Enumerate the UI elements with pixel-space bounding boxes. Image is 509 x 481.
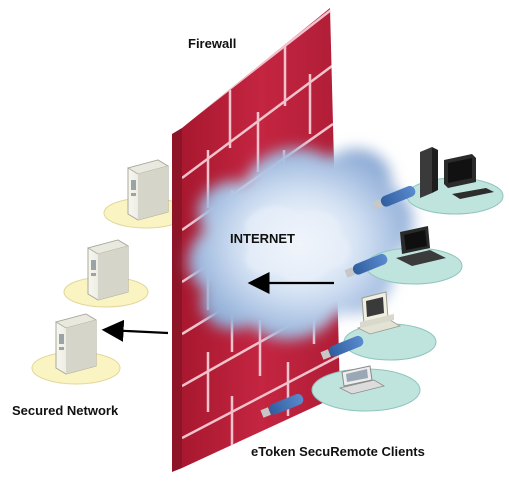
internet-label: INTERNET <box>230 231 295 246</box>
server-tower-icon <box>54 313 98 375</box>
client-handheld <box>260 365 421 418</box>
server-3 <box>31 313 121 385</box>
client-retro-pc <box>320 291 437 361</box>
client-desktop <box>372 147 504 215</box>
usb-token-icon <box>372 185 416 210</box>
client-laptop <box>344 226 463 285</box>
usb-token-icon <box>320 335 364 360</box>
clients-group <box>260 147 504 418</box>
server-tower-icon <box>86 239 130 301</box>
desktop-pc-icon <box>420 147 494 199</box>
server-2 <box>63 239 149 308</box>
server-tower-icon <box>126 159 170 221</box>
handheld-pc-icon <box>338 365 386 395</box>
arrow-to-secured-network <box>101 319 169 342</box>
wall-side-face <box>172 128 182 472</box>
usb-token-icon <box>344 253 388 278</box>
usb-token-icon <box>260 393 304 418</box>
secured-network-group <box>31 159 189 385</box>
firewall-label: Firewall <box>188 36 236 51</box>
arrows <box>101 272 334 342</box>
clients-label: eToken SecuRemote Clients <box>251 444 425 459</box>
retro-pc-icon <box>356 291 402 335</box>
internet-cloud <box>188 148 413 340</box>
server-1 <box>103 159 189 229</box>
secured-network-label: Secured Network <box>12 403 119 418</box>
laptop-icon <box>396 226 446 266</box>
